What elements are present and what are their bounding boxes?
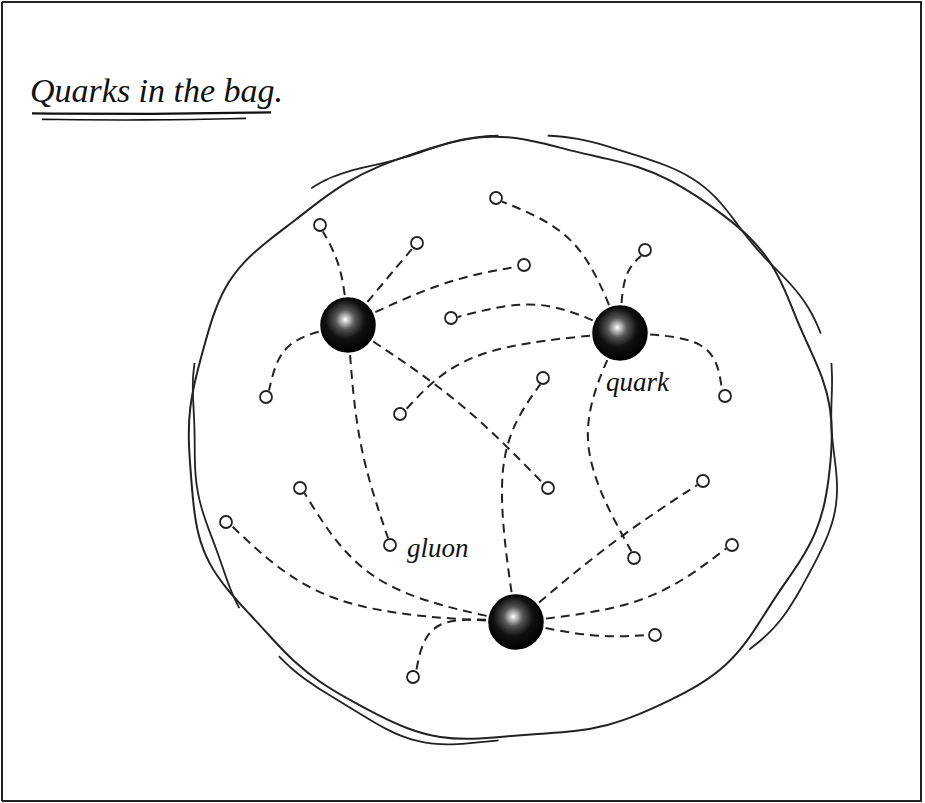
- gluon-line: [348, 325, 543, 483]
- gluon-dot: [314, 219, 326, 231]
- gluon-dot: [294, 482, 306, 494]
- gluon-dot: [628, 552, 640, 564]
- gluon-dot: [518, 259, 530, 271]
- bag-outline-stroke: [548, 136, 821, 334]
- bag-outline-stroke: [193, 363, 240, 608]
- bag-outline: [189, 137, 832, 739]
- gluon-dot: [445, 312, 457, 324]
- gluon-dot: [719, 390, 731, 402]
- frame-line: [2, 800, 922, 802]
- gluon-line: [588, 333, 632, 551]
- quark-sphere: [593, 306, 647, 360]
- gluon-line: [516, 549, 726, 622]
- gluon-line: [502, 384, 540, 622]
- quark-label: quark: [603, 368, 672, 398]
- title-underline: [42, 118, 246, 120]
- frame-line: [920, 2, 922, 801]
- gluon-dot: [407, 671, 419, 683]
- gluon-line: [305, 493, 516, 622]
- gluon-dot: [411, 237, 423, 249]
- gluon-dot: [220, 516, 232, 528]
- gluon-line: [516, 485, 697, 622]
- gluon-dot: [394, 408, 406, 420]
- gluon-dot: [384, 539, 396, 551]
- gluon-dot: [542, 482, 554, 494]
- gluon-label: gluon: [404, 534, 472, 564]
- diagram-title: Quarks in the bag.: [30, 72, 283, 109]
- frame-line: [2, 1, 922, 3]
- bag-outline-stroke: [279, 656, 499, 744]
- gluon-dot: [537, 372, 549, 384]
- bag-outline-stroke: [749, 363, 837, 649]
- gluon-dot: [260, 391, 272, 403]
- frame-line: [1, 2, 3, 801]
- gluon-dot: [490, 192, 502, 204]
- gluon-dot: [697, 475, 709, 487]
- quark-sphere: [321, 298, 375, 352]
- gluon-line: [406, 333, 620, 410]
- bag-outline-stroke: [311, 136, 498, 189]
- gluon-dot: [639, 244, 651, 256]
- gluon-line: [348, 325, 388, 538]
- gluon-line: [232, 526, 516, 622]
- title-underline: [32, 112, 271, 114]
- quark-sphere: [489, 595, 543, 649]
- gluon-dot: [649, 629, 661, 641]
- gluon-dot: [726, 539, 738, 551]
